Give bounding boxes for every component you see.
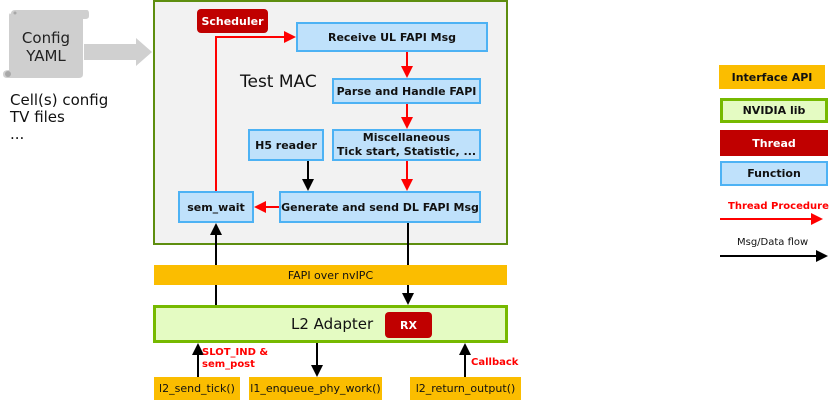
generate-label: Generate and send DL FAPI Msg xyxy=(281,200,479,214)
legend-nvidia-lib: NVIDIA lib xyxy=(720,98,828,123)
enqueue-label: l1_enqueue_phy_work() xyxy=(250,382,381,395)
note-ellipsis: ... xyxy=(10,125,25,143)
rx-label: RX xyxy=(400,318,417,332)
l2-adapter-title: L2 Adapter xyxy=(291,315,374,333)
legend-function: Function xyxy=(720,161,828,186)
fapi-over-nvipc-bar: FAPI over nvIPC xyxy=(154,265,507,285)
generate-dl-fapi-box: Generate and send DL FAPI Msg xyxy=(279,191,481,223)
rx-thread: RX xyxy=(385,312,432,338)
legend-thread: Thread xyxy=(720,130,828,156)
scroll-shape-icon xyxy=(3,10,89,78)
slot-ind-line1: SLOT_IND & xyxy=(202,347,269,358)
legend-nvidia-lib-label: NVIDIA lib xyxy=(742,104,806,117)
scheduler-label: Scheduler xyxy=(201,14,264,28)
l2-send-tick-box: l2_send_tick() xyxy=(154,377,240,400)
slot-ind-line2: sem_post xyxy=(202,359,255,370)
misc-label-line1: Miscellaneous xyxy=(362,131,451,144)
send-tick-label: l2_send_tick() xyxy=(159,382,235,395)
config-notes: Cell(s) config TV files ... xyxy=(10,92,108,143)
note-cell-config: Cell(s) config xyxy=(10,91,109,109)
config-label-line2: YAML xyxy=(26,47,66,65)
l1-enqueue-phy-work-box: l1_enqueue_phy_work() xyxy=(249,377,382,400)
sem-wait-box: sem_wait xyxy=(178,191,254,223)
return-output-label: l2_return_output() xyxy=(415,382,516,395)
legend-thread-label: Thread xyxy=(752,136,796,150)
receive-label: Receive UL FAPI Msg xyxy=(327,30,457,44)
callback-label: Callback xyxy=(471,357,519,368)
config-label-line1: Config xyxy=(21,29,71,47)
misc-label-line2: Tick start, Statistic, ... xyxy=(336,145,477,158)
legend-interface-api: Interface API xyxy=(719,65,825,89)
receive-ul-fapi-box: Receive UL FAPI Msg xyxy=(296,22,488,52)
h5-reader-label: H5 reader xyxy=(255,138,317,152)
h5-reader-box: H5 reader xyxy=(248,129,324,161)
slot-ind-label: SLOT_IND & sem_post xyxy=(202,347,268,371)
legend-function-label: Function xyxy=(747,167,801,180)
config-arrow-icon xyxy=(84,38,152,66)
legend-data-flow-label: Msg/Data flow xyxy=(737,237,809,248)
parse-label: Parse and Handle FAPI xyxy=(336,84,477,98)
scheduler-thread: Scheduler xyxy=(197,9,268,33)
config-yaml-scroll: Config YAML xyxy=(3,10,89,78)
l2-return-output-box: l2_return_output() xyxy=(410,377,521,400)
legend-interface-api-label: Interface API xyxy=(731,70,813,84)
test-mac-title: Test MAC xyxy=(240,72,317,92)
parse-handle-fapi-box: Parse and Handle FAPI xyxy=(332,78,481,104)
note-tv-files: TV files xyxy=(10,108,65,126)
legend-thread-procedure-label: Thread Procedure xyxy=(728,201,829,212)
l2-adapter-box xyxy=(153,305,508,343)
miscellaneous-box: Miscellaneous Tick start, Statistic, ... xyxy=(332,129,481,161)
fapi-bar-label: FAPI over nvIPC xyxy=(287,268,374,282)
sem-wait-label: sem_wait xyxy=(187,200,245,214)
